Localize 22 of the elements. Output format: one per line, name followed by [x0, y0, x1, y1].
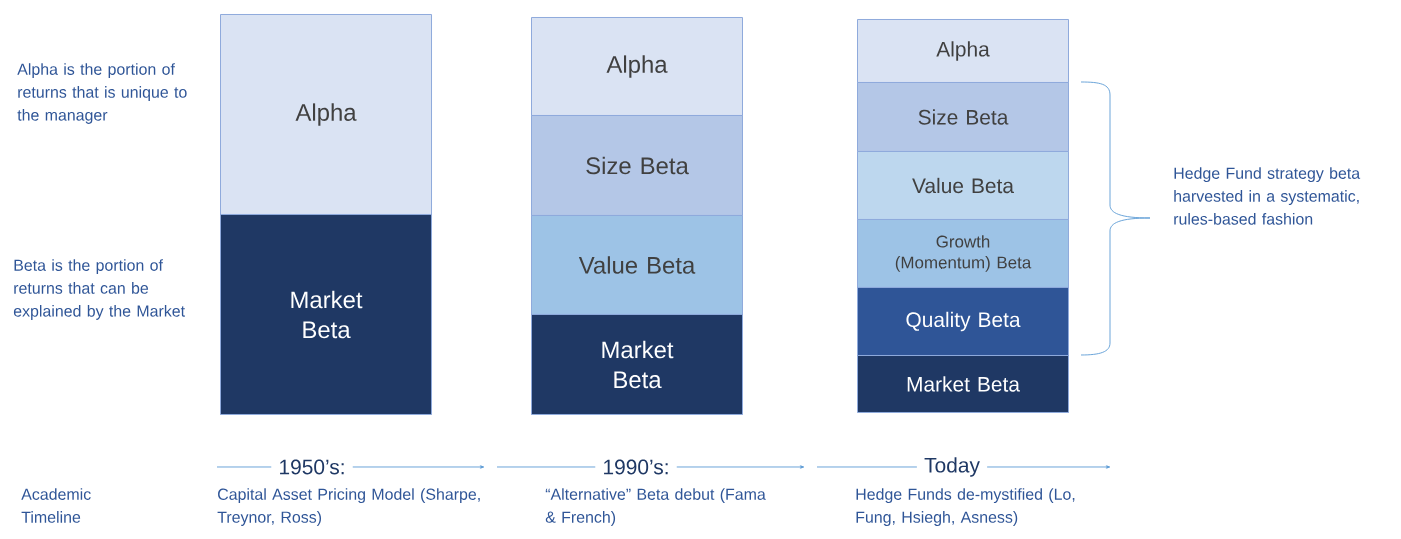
- stack-segment: Size Beta: [531, 115, 743, 216]
- description-text: “Alternative” Beta debut (Fama & French): [545, 488, 766, 526]
- stack-segment: Alpha: [857, 19, 1069, 83]
- stack-segment: Market Beta: [857, 355, 1069, 413]
- description-text: Capital Asset Pricing Model (Sharpe, Treynor, Ross): [217, 488, 480, 526]
- stack-segment: Alpha: [220, 14, 432, 215]
- description-text: Alpha is the portion of returns that is unique to the manager: [17, 63, 187, 124]
- stack-segment: Alpha: [531, 17, 743, 116]
- stack-segment: Quality Beta: [857, 287, 1069, 356]
- stack-segment: Value Beta: [857, 151, 1069, 220]
- stack-segment: Market Beta: [531, 314, 743, 415]
- stack-segment: Value Beta: [531, 215, 743, 315]
- description-text: Beta is the portion of returns that can be explained by the Market: [13, 259, 185, 320]
- year-label: 1950’s:: [280, 459, 344, 475]
- stack-segment: Size Beta: [857, 82, 1069, 152]
- stack-segment: Market Beta: [220, 214, 432, 415]
- brace-note: Hedge Fund strategy beta harvested in a systematic, rules-based fashion: [1174, 167, 1361, 225]
- year-label: Today: [924, 457, 980, 477]
- description-text: Hedge Funds de-mystified (Lo, Fung, Hsiegh, Asness): [856, 488, 1075, 526]
- axis-label: Academic Timeline: [21, 488, 91, 523]
- stack-segment: Growth (Momentum) Beta: [857, 219, 1069, 288]
- year-label: 1990’s:: [604, 459, 668, 475]
